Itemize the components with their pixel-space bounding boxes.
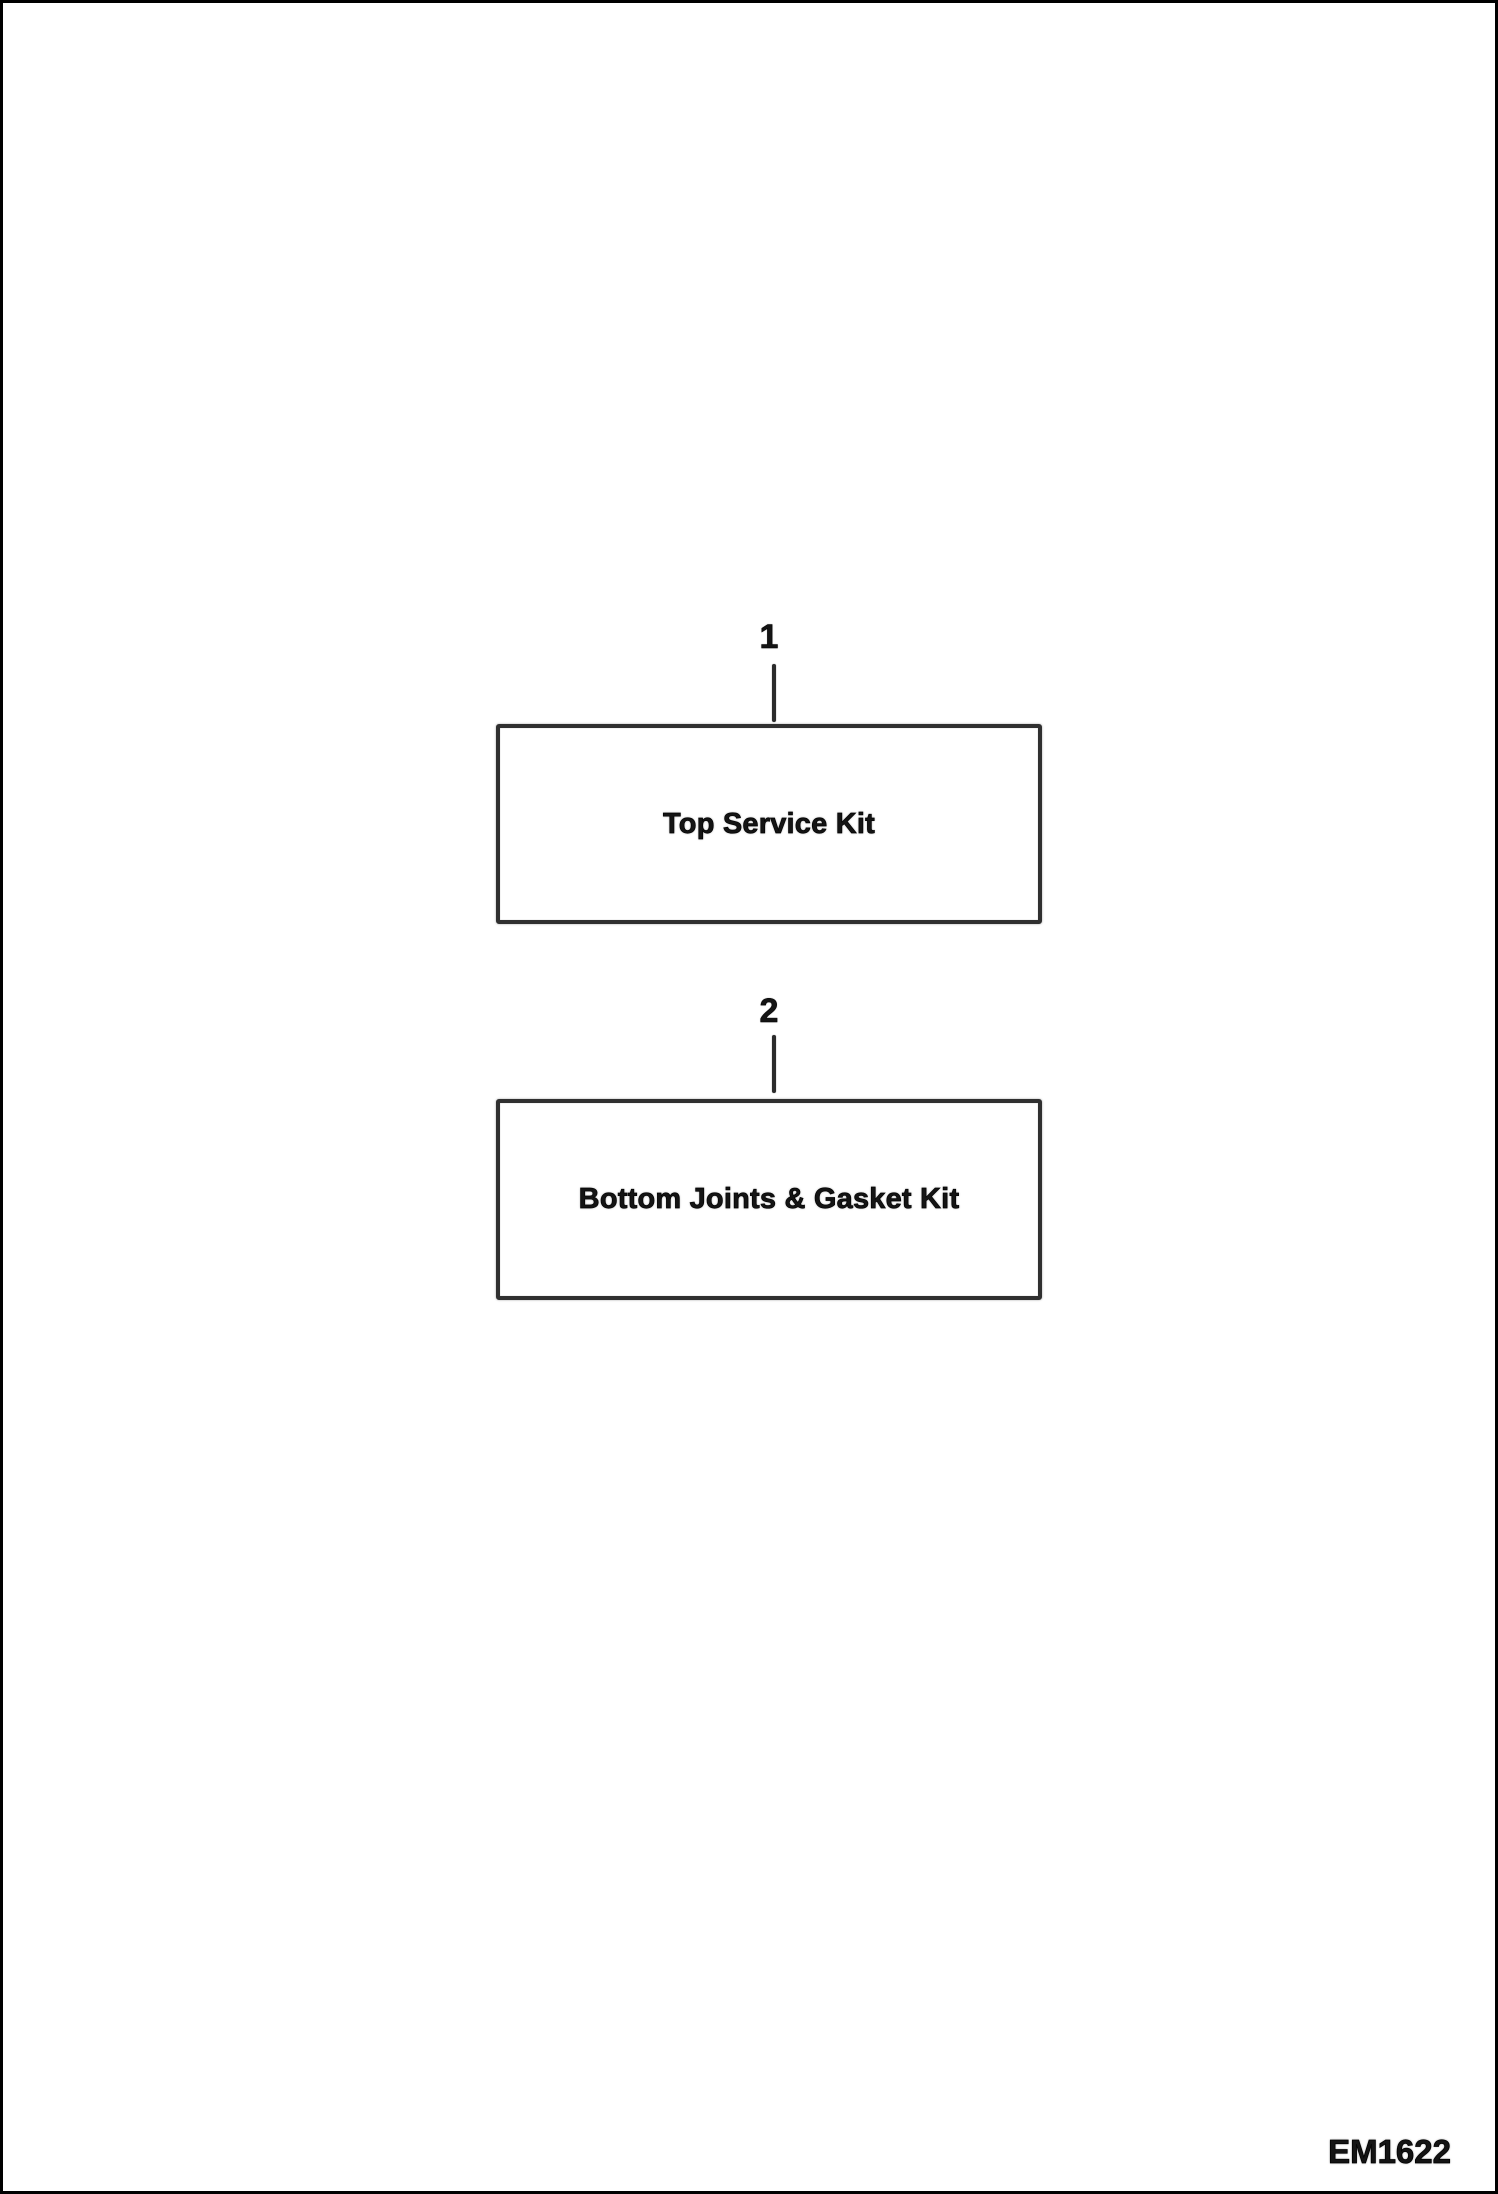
- kit-box-label: Top Service Kit: [663, 807, 875, 840]
- leader-line-2: [772, 1035, 776, 1093]
- callout-number-1: 1: [759, 618, 779, 656]
- kit-box-label: Bottom Joints & Gasket Kit: [578, 1183, 960, 1216]
- leader-line-1: [772, 664, 776, 722]
- figure-code-label: EM1622: [1328, 2133, 1452, 2171]
- kit-box-bottom-joints-gasket-kit: Bottom Joints & Gasket Kit: [496, 1099, 1042, 1300]
- callout-number-2: 2: [759, 992, 779, 1030]
- kit-box-top-service-kit: Top Service Kit: [496, 724, 1042, 924]
